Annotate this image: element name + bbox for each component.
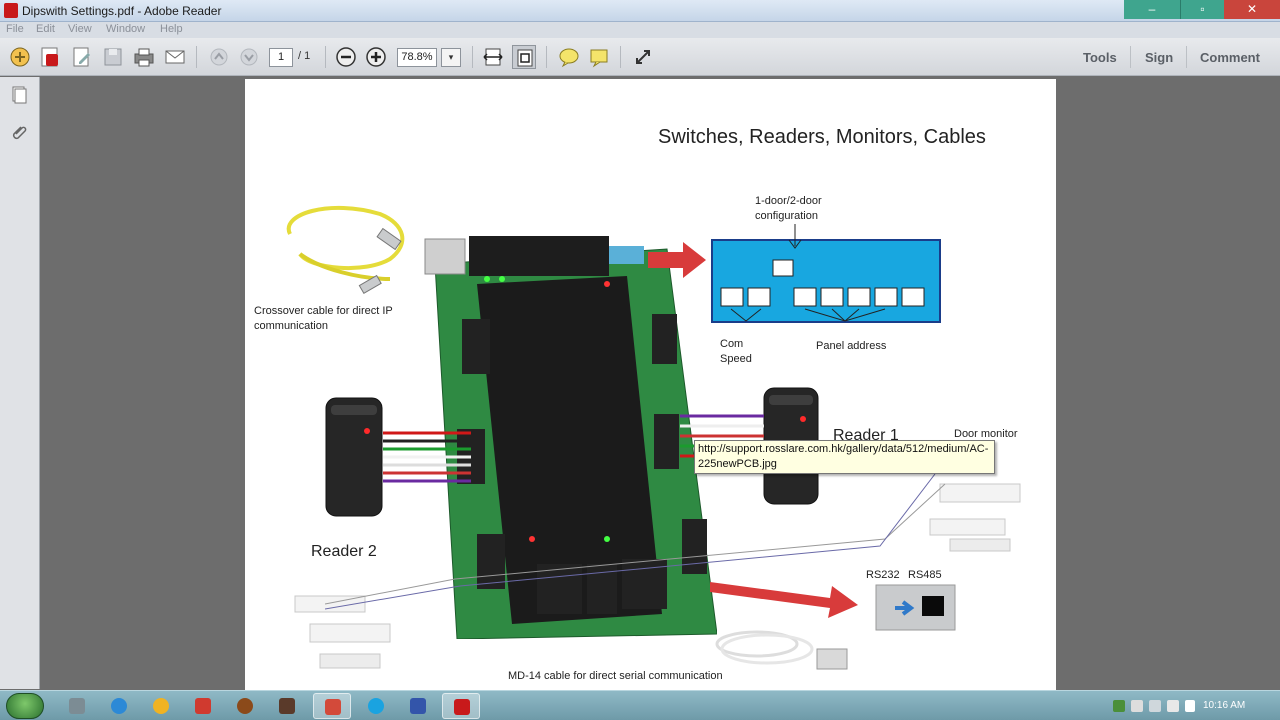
reader-2-label: Reader 2 bbox=[311, 543, 377, 560]
flag-icon[interactable] bbox=[1167, 700, 1179, 712]
comment-icon[interactable] bbox=[557, 45, 581, 69]
taskbar-explorer[interactable] bbox=[58, 693, 96, 719]
toolbar-separator bbox=[472, 46, 473, 68]
internet-explorer-icon bbox=[111, 698, 127, 714]
navigation-pane bbox=[0, 77, 40, 689]
skype-icon bbox=[368, 698, 384, 714]
door-monitor-image-right bbox=[929, 483, 1021, 552]
taskbar-app-c[interactable] bbox=[268, 693, 306, 719]
menu-bar: File Edit View Window Help bbox=[0, 22, 1280, 38]
toolbar-separator bbox=[1130, 46, 1131, 68]
comment-link[interactable]: Comment bbox=[1200, 50, 1260, 65]
app-icon bbox=[325, 699, 341, 715]
page-number-input[interactable]: 1 bbox=[269, 48, 293, 67]
reader-1-label: Reader 1 bbox=[833, 427, 899, 444]
adobe-icon[interactable] bbox=[38, 45, 62, 69]
controller-board-image bbox=[424, 236, 717, 639]
arrow-to-serial-port bbox=[710, 582, 858, 618]
app-icon bbox=[279, 698, 295, 714]
crossover-cable-label: Crossover cable for direct IP communicat… bbox=[254, 305, 393, 332]
taskbar-app-e[interactable] bbox=[399, 693, 437, 719]
rs232-label: RS232 bbox=[866, 569, 900, 581]
toolbar-separator bbox=[1186, 46, 1187, 68]
zoom-out-icon[interactable] bbox=[334, 45, 358, 69]
zoom-input[interactable]: 78.8% bbox=[397, 48, 437, 67]
pages-icon[interactable] bbox=[9, 85, 29, 105]
toolbar-separator bbox=[325, 46, 326, 68]
md14-cable-label: MD-14 cable for direct serial communicat… bbox=[508, 670, 723, 682]
explorer-icon bbox=[69, 698, 85, 714]
fit-page-icon[interactable] bbox=[512, 45, 536, 69]
windows-taskbar: 10:16 AM bbox=[0, 690, 1280, 720]
door-monitor-label: Door monitor bbox=[954, 428, 1018, 440]
taskbar-app-a[interactable] bbox=[184, 693, 222, 719]
menu-help[interactable]: Help bbox=[160, 23, 183, 35]
taskbar-clock[interactable]: 10:16 AM bbox=[1203, 700, 1246, 711]
taskbar-ie[interactable] bbox=[100, 693, 138, 719]
taskbar-skype[interactable] bbox=[357, 693, 395, 719]
adobe-reader-icon bbox=[4, 3, 18, 18]
door-config-label: 1-door/2-door configuration bbox=[755, 195, 822, 222]
zoom-dropdown-button[interactable]: ▾ bbox=[441, 48, 461, 67]
dip-switch-panel bbox=[711, 239, 941, 323]
menu-edit[interactable]: Edit bbox=[36, 23, 55, 35]
com-speed-label: Com Speed bbox=[720, 338, 752, 365]
maximize-button[interactable]: ▫ bbox=[1180, 0, 1224, 19]
arrow-to-dip-switch bbox=[648, 242, 706, 278]
serial-port-image bbox=[875, 584, 956, 631]
taskbar-app-d[interactable] bbox=[313, 693, 351, 719]
email-icon[interactable] bbox=[163, 45, 187, 69]
adobe-reader-icon bbox=[454, 699, 470, 715]
network-icon[interactable] bbox=[1149, 700, 1161, 712]
fit-width-icon[interactable] bbox=[481, 45, 505, 69]
toolbar: 1 / 1 78.8% ▾ Tools Sign Co bbox=[0, 38, 1280, 76]
title-bar: Dipswith Settings.pdf - Adobe Reader – ▫… bbox=[0, 0, 1280, 22]
taskbar-app-b[interactable] bbox=[226, 693, 264, 719]
monitor-wires bbox=[325, 474, 946, 610]
crossover-cable-image bbox=[286, 205, 405, 295]
sign-link[interactable]: Sign bbox=[1145, 50, 1174, 65]
edit-icon[interactable] bbox=[70, 45, 94, 69]
taskbar-adobe-reader[interactable] bbox=[442, 693, 480, 719]
md14-cable-image bbox=[715, 630, 848, 670]
app-icon bbox=[237, 698, 253, 714]
panel-address-label: Panel address bbox=[816, 340, 887, 352]
tools-link[interactable]: Tools bbox=[1083, 50, 1117, 65]
create-pdf-icon[interactable] bbox=[8, 45, 32, 69]
menu-file[interactable]: File bbox=[6, 23, 24, 35]
expand-icon[interactable] bbox=[631, 45, 655, 69]
zoom-in-icon[interactable] bbox=[364, 45, 388, 69]
attachment-icon[interactable] bbox=[9, 123, 29, 143]
config-pointer bbox=[788, 224, 802, 249]
rs485-label: RS485 bbox=[908, 569, 942, 581]
page-title: Switches, Readers, Monitors, Cables bbox=[658, 126, 986, 148]
prev-page-icon[interactable] bbox=[207, 45, 231, 69]
next-page-icon[interactable] bbox=[237, 45, 261, 69]
pdf-page: Switches, Readers, Monitors, Cables Cros… bbox=[245, 79, 1056, 690]
close-button[interactable]: ✕ bbox=[1224, 0, 1280, 19]
toolbar-separator bbox=[620, 46, 621, 68]
chrome-icon bbox=[153, 698, 169, 714]
tray-icon[interactable] bbox=[1113, 700, 1125, 712]
app-icon bbox=[410, 698, 426, 714]
app-icon bbox=[195, 698, 211, 714]
highlight-icon[interactable] bbox=[587, 45, 611, 69]
reader-2-wires bbox=[383, 431, 471, 483]
volume-icon[interactable] bbox=[1185, 700, 1195, 712]
minimize-button[interactable]: – bbox=[1124, 0, 1180, 19]
window-title: Dipswith Settings.pdf - Adobe Reader bbox=[22, 4, 222, 18]
page-total: / 1 bbox=[298, 50, 311, 62]
menu-window[interactable]: Window bbox=[106, 23, 146, 35]
taskbar-chrome[interactable] bbox=[142, 693, 180, 719]
menu-view[interactable]: View bbox=[68, 23, 92, 35]
print-icon[interactable] bbox=[132, 45, 156, 69]
save-icon[interactable] bbox=[101, 45, 125, 69]
reader-2-image bbox=[325, 397, 383, 517]
tray-icon[interactable] bbox=[1131, 700, 1143, 712]
toolbar-separator bbox=[196, 46, 197, 68]
toolbar-separator bbox=[546, 46, 547, 68]
start-button[interactable] bbox=[6, 693, 44, 719]
url-tooltip: http://support.rosslare.com.hk/gallery/d… bbox=[694, 440, 995, 474]
